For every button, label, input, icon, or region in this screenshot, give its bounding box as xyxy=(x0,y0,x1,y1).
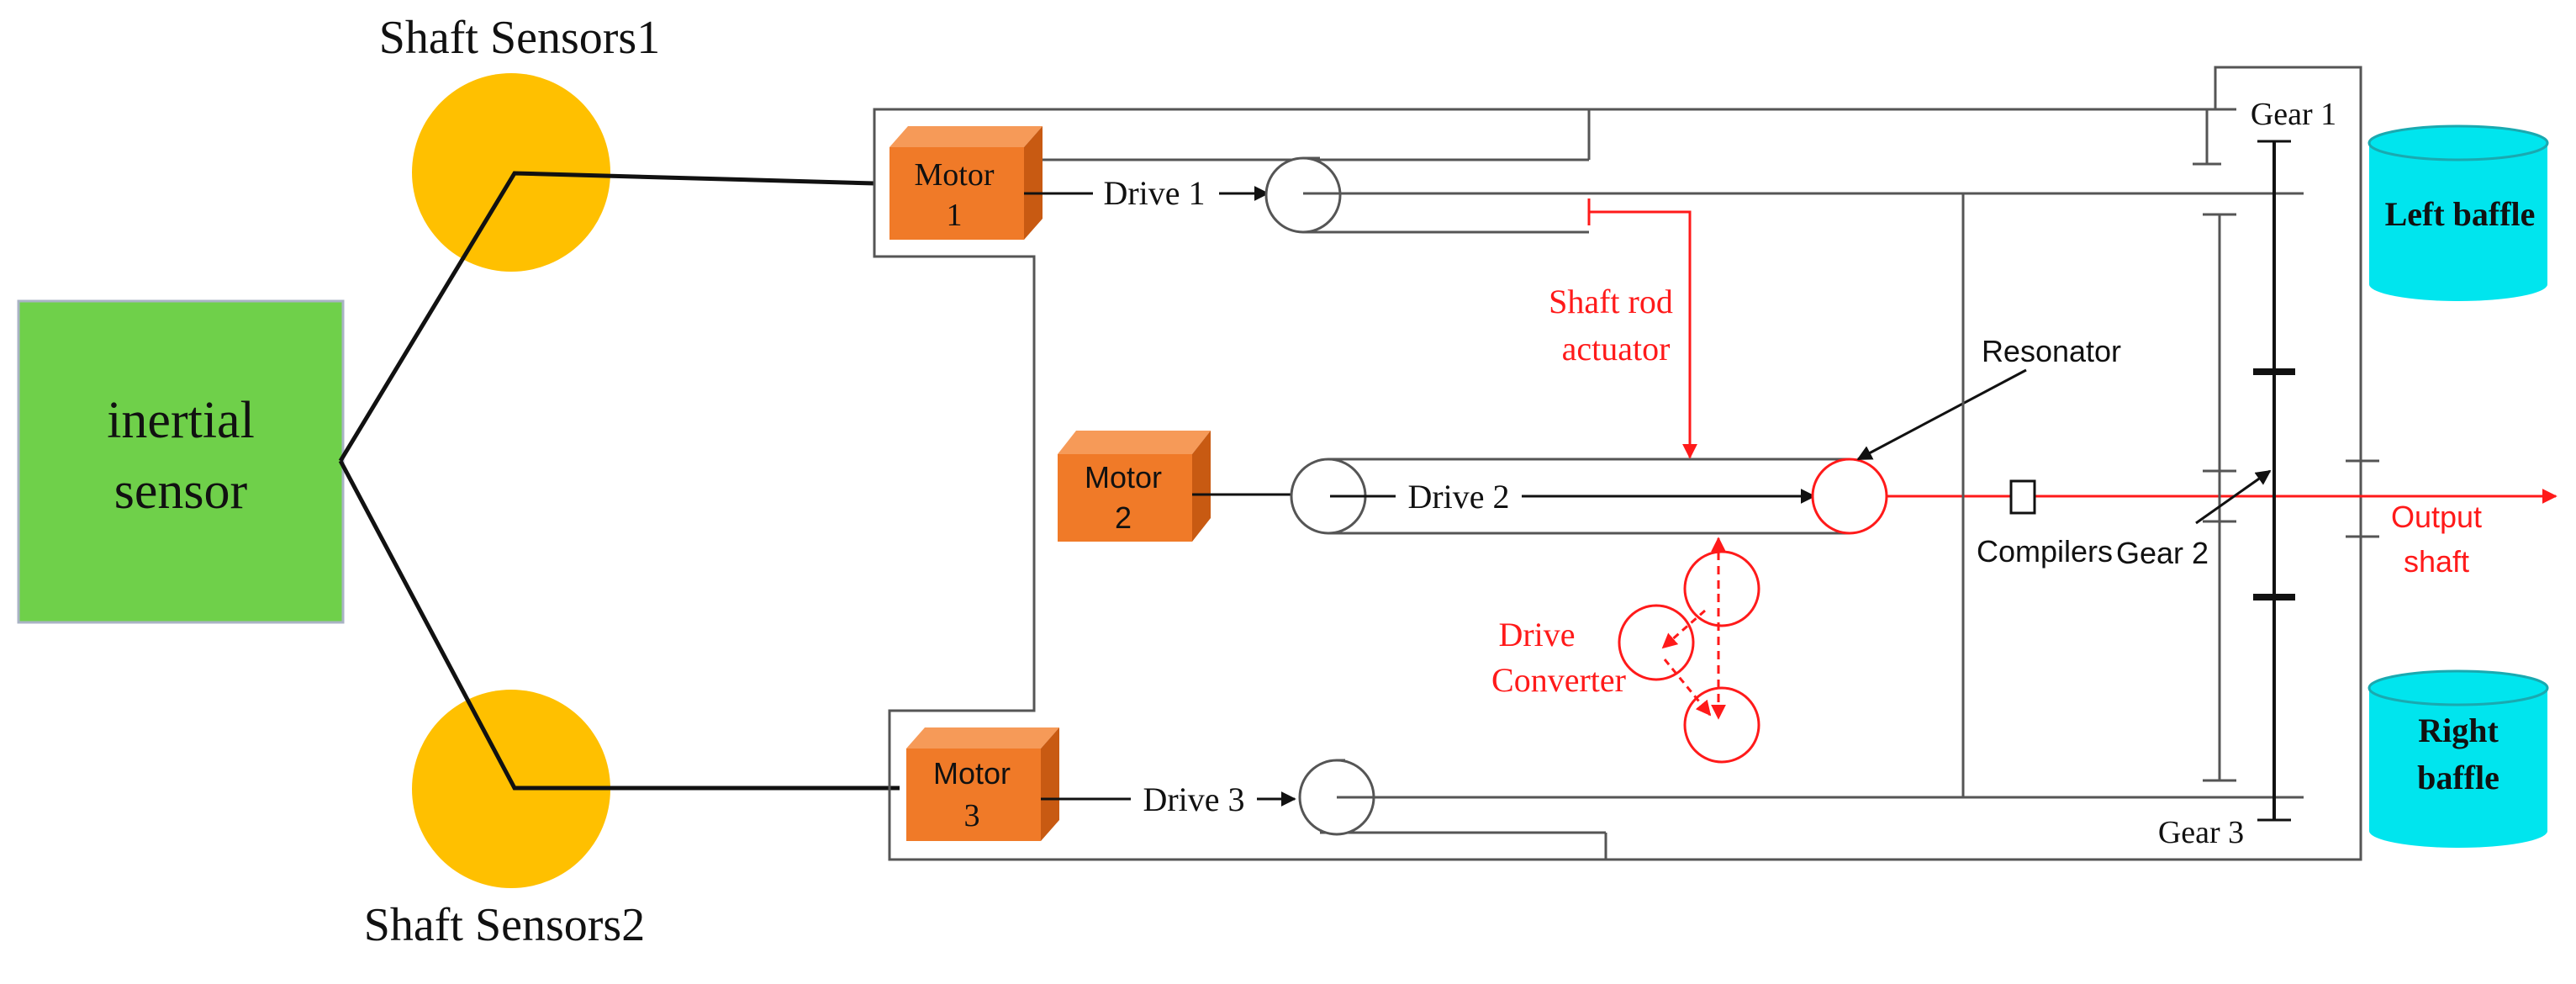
output-shaft-label-2: shaft xyxy=(2404,544,2469,579)
drive-converter-bottom xyxy=(1683,686,1760,764)
compilers-label: Compilers xyxy=(1977,534,2113,569)
shaft-rod-actuator-label-1: Shaft rod xyxy=(1549,283,1673,320)
left-baffle: Left baffle xyxy=(2367,124,2549,301)
right-baffle-label-1: Right xyxy=(2418,712,2499,749)
drive-2-label-bg xyxy=(1396,476,1522,515)
resonator-arrow xyxy=(1856,368,2027,461)
resonator-label: Resonator xyxy=(1982,334,2121,368)
motor-3-label-2: 3 xyxy=(964,798,980,833)
drive-converter-arrow-left xyxy=(1661,609,1706,649)
inertial-sensor-label-2: sensor xyxy=(114,463,248,520)
drive-converter-arrow-diag xyxy=(1663,659,1712,717)
motor-1-label-1: Motor xyxy=(915,157,995,193)
shaft-sensor-2 xyxy=(412,690,610,888)
gear-2-arrow xyxy=(2195,469,2272,525)
output-shaft-label-1: Output xyxy=(2391,500,2482,534)
drive-1-label-bg xyxy=(1093,172,1219,212)
wire-inertial-to-motor1 xyxy=(338,171,875,463)
drive-converter-left xyxy=(1618,604,1695,681)
shaft-sensors-1-label: Shaft Sensors1 xyxy=(379,12,660,64)
shaft-rod-actuator-label-2: actuator xyxy=(1562,330,1671,368)
inertial-sensor-label-1: inertial xyxy=(107,392,255,449)
left-baffle-label: Left baffle xyxy=(2385,195,2536,233)
drive-converter-top xyxy=(1683,550,1760,627)
gear-1-label: Gear 1 xyxy=(2251,97,2336,132)
shaft-sensors-2-label: Shaft Sensors2 xyxy=(364,899,645,951)
right-baffle-label-2: baffle xyxy=(2417,759,2499,796)
resonator-pulley xyxy=(1811,458,1888,535)
housing-frame xyxy=(873,66,2362,861)
motor-3-label-1: Motor xyxy=(933,756,1011,791)
motor-2-label-2: 2 xyxy=(1115,500,1132,535)
motor-1-label-2: 1 xyxy=(947,198,963,233)
motor-2: Motor 2 xyxy=(1058,431,1211,542)
drive-3-label-bg xyxy=(1131,779,1257,817)
shaft-sensor-1 xyxy=(412,73,610,272)
wire-inertial-to-motor3 xyxy=(338,459,900,791)
drive-converter-label-1: Drive xyxy=(1498,616,1575,653)
right-baffle: Right baffle xyxy=(2367,669,2549,848)
motor-2-label-1: Motor xyxy=(1085,460,1162,495)
drive-2-label: Drive 2 xyxy=(1407,478,1509,516)
gear-3-label: Gear 3 xyxy=(2158,815,2244,850)
drive-1-label: Drive 1 xyxy=(1103,174,1205,212)
drive-converter-label-2: Converter xyxy=(1491,661,1626,699)
gear-2-label: Gear 2 xyxy=(2116,536,2209,570)
motor-3: Motor 3 xyxy=(906,727,1059,841)
motor-1: Motor 1 xyxy=(889,126,1043,240)
inertial-sensor-box xyxy=(17,299,345,624)
drive-1-pulley xyxy=(1264,156,1342,234)
drive-3-label: Drive 3 xyxy=(1143,780,1244,818)
compilers-box xyxy=(2009,479,2036,515)
